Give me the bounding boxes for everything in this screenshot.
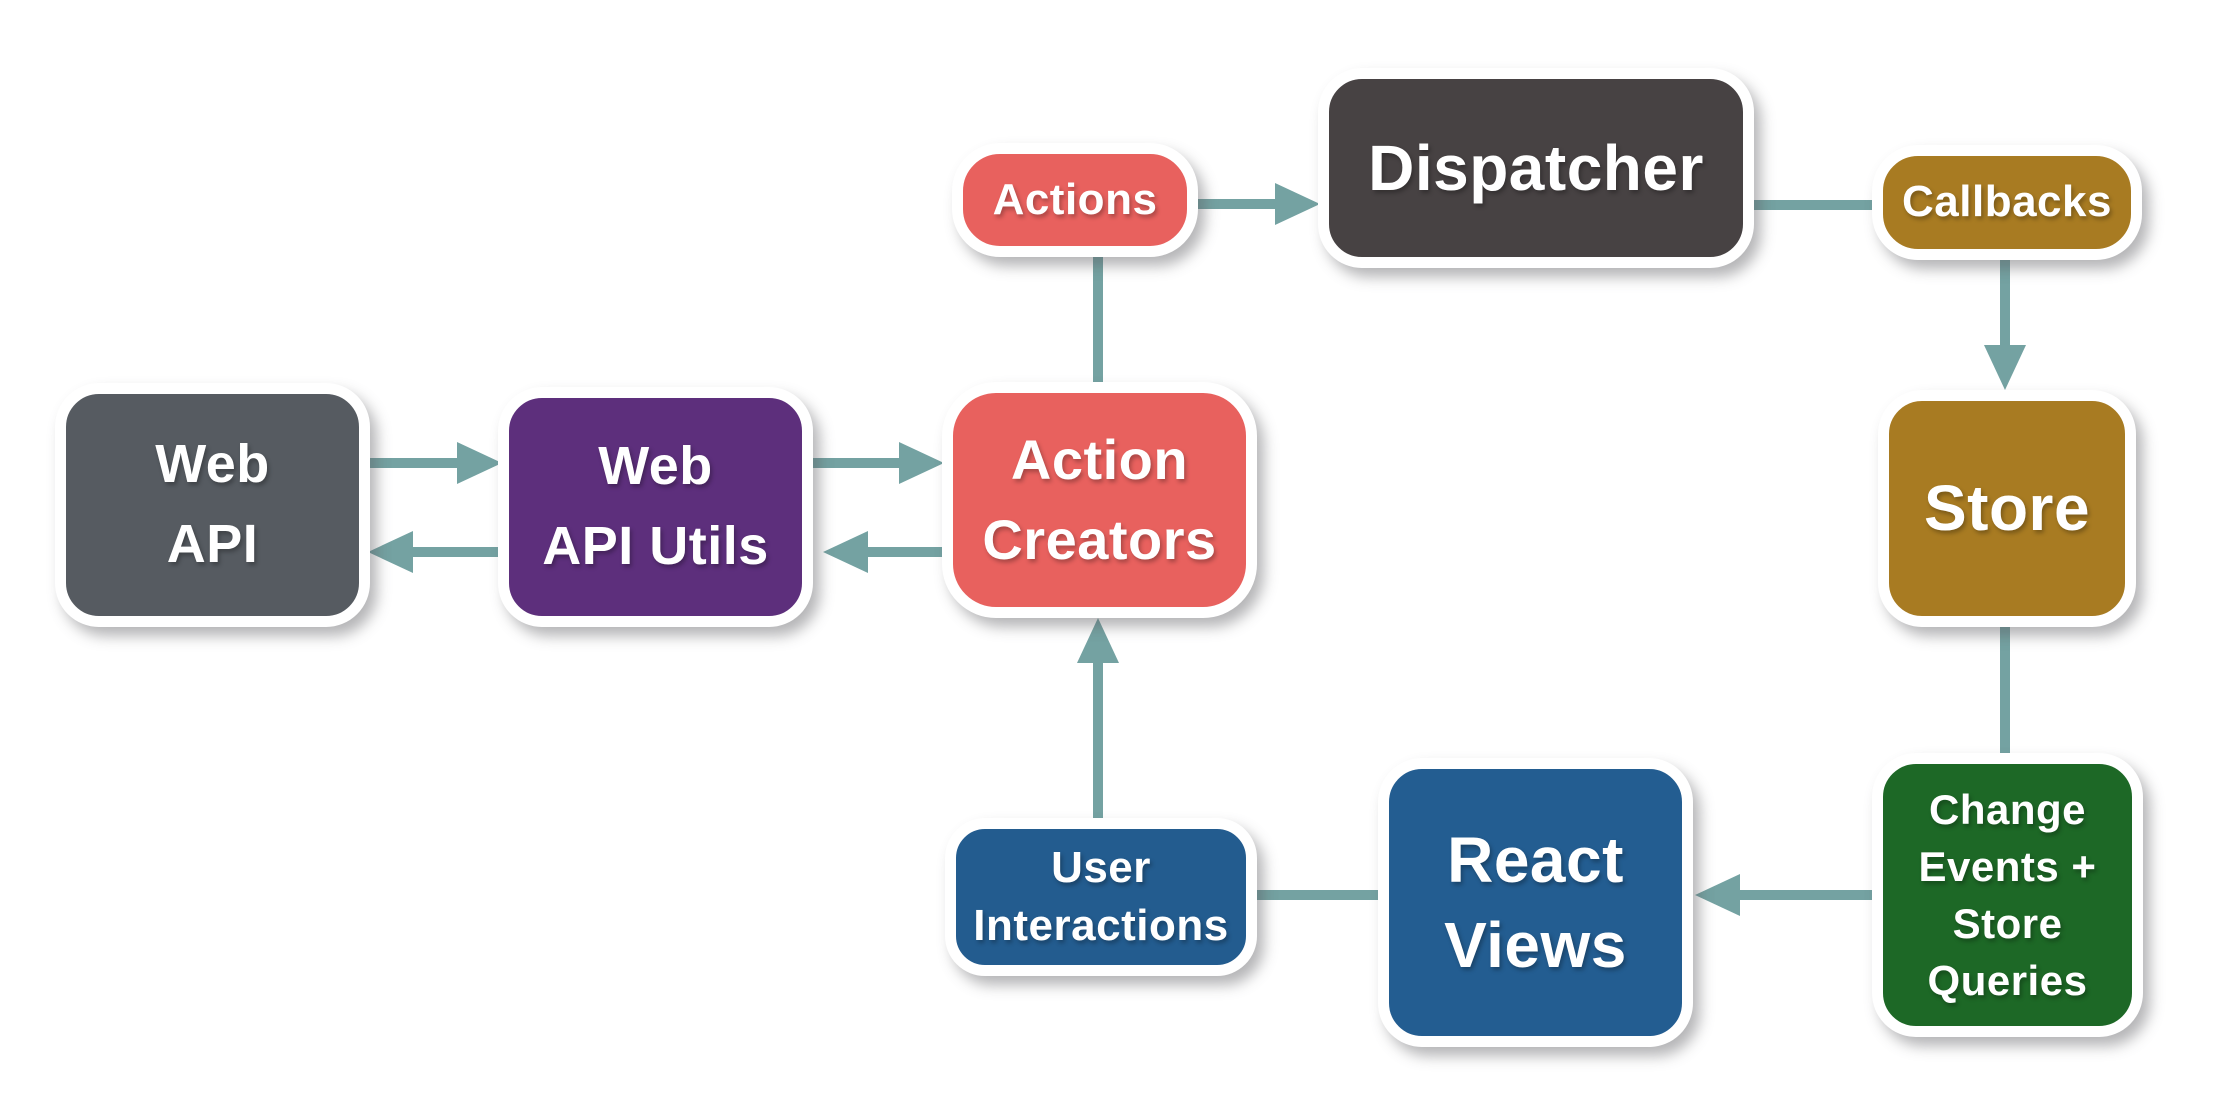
arrowhead-actioncreators-to-webapiutils xyxy=(823,531,868,573)
node-actions-label: Actions xyxy=(992,174,1158,224)
node-callbacks: Callbacks xyxy=(1872,145,2142,260)
node-callbacks-label: Callbacks xyxy=(1902,177,2112,227)
arrowhead-userinteractions-to-actioncreators xyxy=(1077,618,1119,663)
arrowhead-webapiutils-to-webapi xyxy=(368,531,413,573)
node-react-views-label: React Views xyxy=(1444,824,1627,981)
node-store-label: Store xyxy=(1923,472,2091,545)
arrowhead-webapiutils-to-actioncreators xyxy=(899,442,944,484)
node-web-api-utils-label: Web API Utils xyxy=(542,436,769,576)
node-web-api-label: Web API xyxy=(155,434,270,574)
node-action-creators: Action Creators xyxy=(942,382,1257,618)
arrowhead-actions-to-dispatcher xyxy=(1275,183,1320,225)
node-dispatcher: Dispatcher xyxy=(1318,68,1754,268)
arrowhead-changeevents-to-reactviews xyxy=(1695,874,1740,916)
node-change-events-store-queries-label: Change Events + Store Queries xyxy=(1918,785,2097,1005)
node-web-api-utils: Web API Utils xyxy=(498,387,813,627)
node-dispatcher-label: Dispatcher xyxy=(1368,131,1704,204)
node-web-api: Web API xyxy=(55,383,370,627)
node-action-creators-label: Action Creators xyxy=(982,428,1217,571)
node-user-interactions: User Interactions xyxy=(945,818,1257,976)
arrowhead-callbacks-to-store xyxy=(1984,345,2026,390)
arrowhead-webapi-to-webapiutils xyxy=(457,442,502,484)
node-change-events-store-queries: Change Events + Store Queries xyxy=(1872,753,2143,1037)
node-actions: Actions xyxy=(952,143,1198,257)
node-store: Store xyxy=(1878,390,2136,627)
node-user-interactions-label: User Interactions xyxy=(973,842,1229,950)
node-react-views: React Views xyxy=(1378,758,1693,1047)
